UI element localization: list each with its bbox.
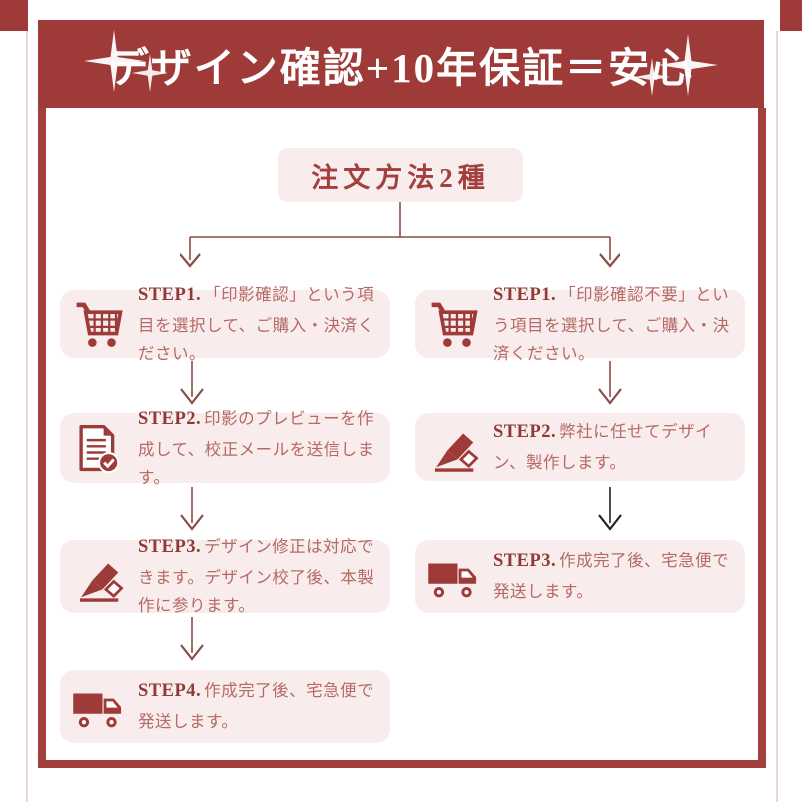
step-text: STEP2.弊社に任せてデザイン、製作します。 xyxy=(493,421,713,472)
cart-icon xyxy=(425,297,481,351)
right-step3-box: STEP3.作成完了後、宅急便で発送します。 xyxy=(415,540,745,613)
sparkle-icon xyxy=(626,32,722,109)
step-text: STEP1.「印影確認」という項目を選択して、ご購入・決済ください。 xyxy=(138,284,375,363)
flow-title-box: 注文方法2種 xyxy=(278,148,523,202)
cart-icon xyxy=(70,297,126,351)
step-text: STEP2.印影のプレビューを作成して、校正メールを送信します。 xyxy=(138,408,375,487)
thin-rule-left xyxy=(26,31,28,802)
frame-border-bottom xyxy=(38,760,766,768)
step-label: STEP2. xyxy=(138,408,202,429)
flow-title: 注文方法2種 xyxy=(311,162,490,193)
step-text: STEP3.作成完了後、宅急便で発送します。 xyxy=(493,551,730,602)
left-step2-box: STEP2.印影のプレビューを作成して、校正メールを送信します。 xyxy=(60,409,390,487)
step-label: STEP3. xyxy=(493,551,557,572)
truck-icon xyxy=(70,680,126,734)
truck-icon xyxy=(425,550,481,604)
step-label: STEP4. xyxy=(138,681,202,702)
document-check-icon xyxy=(70,421,126,475)
arrow-down-icon xyxy=(177,487,207,535)
corner-decoration-top-right xyxy=(780,0,802,31)
step-text: STEP1.「印影確認不要」という項目を選択して、ご購入・決済ください。 xyxy=(493,284,730,363)
step-label: STEP1. xyxy=(138,284,202,305)
right-step2-box: STEP2.弊社に任せてデザイン、製作します。 xyxy=(415,413,745,481)
sparkle-icon xyxy=(80,28,176,105)
right-step1-box: STEP1.「印影確認不要」という項目を選択して、ご購入・決済ください。 xyxy=(415,285,745,363)
branch-connector xyxy=(179,202,621,284)
arrow-down-icon xyxy=(177,617,207,665)
step-label: STEP3. xyxy=(138,537,202,558)
left-step1-box: STEP1.「印影確認」という項目を選択して、ご購入・決済ください。 xyxy=(60,285,390,363)
step-label: STEP1. xyxy=(493,284,557,305)
step-text: STEP4.作成完了後、宅急便で発送します。 xyxy=(138,681,375,732)
step-text: STEP3.デザイン修正は対応できます。デザイン校了後、本製作に参ります。 xyxy=(138,537,375,616)
arrow-down-icon xyxy=(595,361,625,409)
arrow-down-icon xyxy=(595,487,625,535)
frame-border-right xyxy=(758,108,766,768)
corner-decoration-top-left xyxy=(0,0,28,31)
pencil-icon xyxy=(425,420,481,474)
pencil-icon xyxy=(70,550,126,604)
frame-border-left xyxy=(38,108,46,768)
step-label: STEP2. xyxy=(493,421,557,442)
left-step3-box: STEP3.デザイン修正は対応できます。デザイン校了後、本製作に参ります。 xyxy=(60,537,390,615)
thin-rule-right xyxy=(776,31,778,802)
left-step4-box: STEP4.作成完了後、宅急便で発送します。 xyxy=(60,670,390,743)
header-banner: デザイン確認+10年保証＝安心 xyxy=(38,20,764,108)
banner-title: デザイン確認+10年保証＝安心 xyxy=(107,45,695,91)
arrow-down-icon xyxy=(177,361,207,409)
